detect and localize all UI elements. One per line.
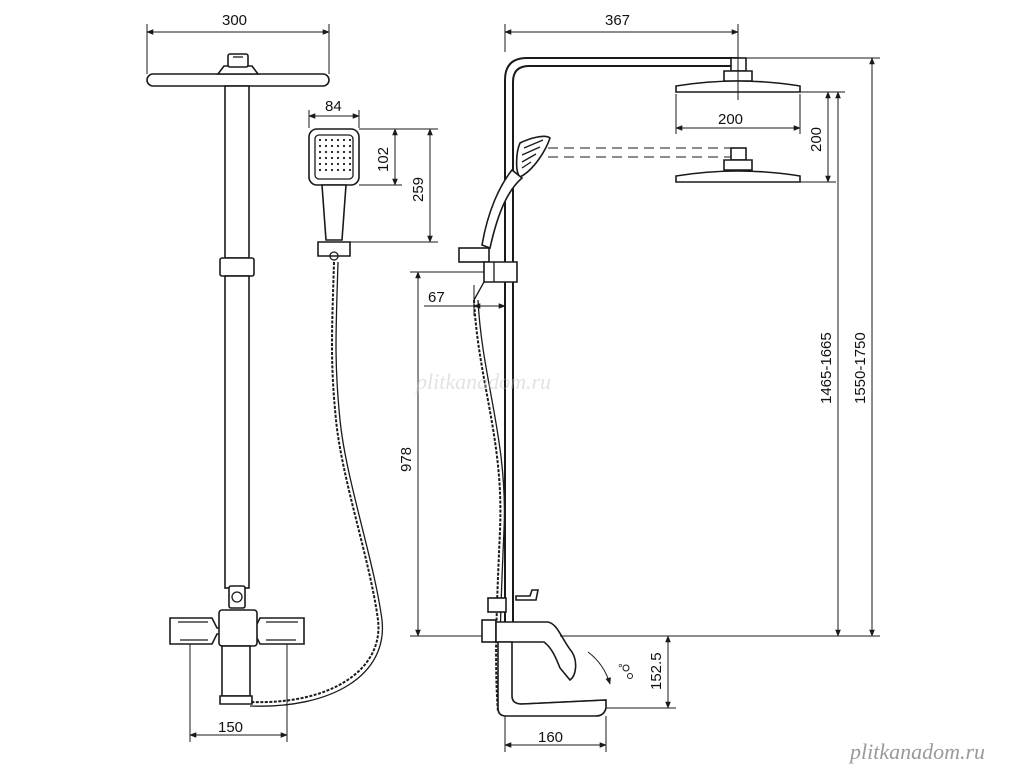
hand-shower-front: [308, 128, 360, 261]
dim-height-range-1: 1465-1665: [818, 332, 835, 404]
dim-hand-total-height: 259: [410, 177, 427, 202]
riser-pipe-front: [219, 85, 255, 609]
overhead-shower-front: [146, 53, 330, 87]
overhead-shower-side-bottom: [548, 147, 801, 183]
hand-shower-side: [458, 135, 551, 283]
watermark-corner: plitkanadom.ru: [848, 739, 985, 764]
dim-mixer-to-holder: 978: [398, 447, 415, 472]
dim-hand-width: 84: [325, 98, 342, 115]
dim-hand-head-height: 102: [375, 147, 392, 172]
dim-overhead-width: 300: [222, 12, 247, 29]
dim-holder-offset: 67: [428, 289, 445, 306]
angle-mark: °: [618, 661, 623, 675]
dim-side-reach: 367: [605, 12, 630, 29]
front-view: 300 84 102 259 150: [146, 12, 438, 742]
mixer-side: [481, 589, 607, 717]
dim-height-range-2: 1550-1750: [852, 332, 869, 404]
dim-spout-height: 152.5: [648, 652, 665, 690]
dim-overhead-adjust: 200: [808, 127, 825, 152]
dim-spout-reach: 160: [538, 729, 563, 746]
dim-mixer-width: 150: [218, 719, 243, 736]
dim-overhead-side-width: 200: [718, 111, 743, 128]
hose-front: [249, 261, 384, 707]
watermark-center: plitkanadom.ru: [414, 369, 551, 394]
mixer-front: [169, 609, 305, 705]
side-view: 367 200 200 1465-1665 1550-1750 978 67 1…: [398, 12, 880, 752]
